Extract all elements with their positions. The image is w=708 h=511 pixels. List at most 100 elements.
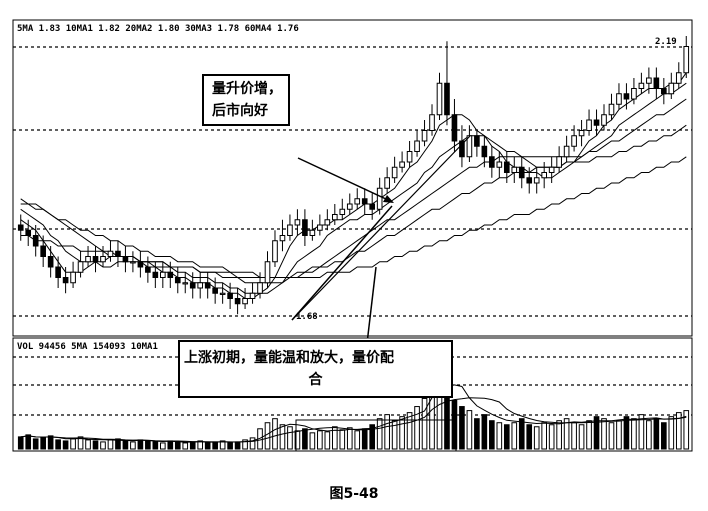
volume-bar (481, 414, 488, 450)
candle-down (518, 166, 525, 179)
volume-bar (92, 440, 99, 450)
candle (556, 146, 562, 173)
volume-bar (167, 440, 174, 450)
candle (174, 267, 181, 294)
volume-bar (219, 440, 226, 450)
candle-down (145, 266, 151, 273)
candle-down (489, 156, 495, 168)
volume-bar (384, 414, 390, 450)
candle (189, 272, 196, 299)
volume-bar (661, 422, 667, 450)
candle (406, 141, 413, 168)
candle-up (384, 177, 390, 189)
candle (653, 67, 660, 99)
volume-bar (503, 424, 510, 450)
candle (279, 219, 286, 252)
candle (369, 193, 376, 220)
volume-bar (361, 428, 368, 450)
candle-down (302, 219, 308, 236)
volume-bar (272, 418, 278, 450)
candle (145, 256, 151, 283)
candle-up (601, 114, 607, 126)
candle (212, 277, 218, 304)
volume-bars (17, 353, 690, 450)
candle (511, 156, 518, 183)
volume-bar (294, 430, 301, 450)
candle-up (70, 271, 76, 284)
candle (586, 109, 592, 136)
candle-down (661, 88, 667, 95)
candle-down (137, 261, 144, 268)
candle-up (159, 271, 166, 278)
volume-bar (145, 440, 151, 450)
candle (32, 225, 39, 257)
volume-bar (466, 410, 473, 450)
candle (85, 246, 91, 267)
volume-bar (130, 441, 136, 450)
volume-bar (578, 424, 585, 450)
candle-up (107, 250, 114, 257)
annotation-rising-volume: 量升价增， 后市向好 (202, 74, 290, 126)
candle (287, 214, 293, 241)
ma60-line (20, 156, 687, 278)
candle-up (339, 208, 346, 215)
candle-down (17, 224, 24, 231)
candle-up (242, 298, 248, 305)
candle-up (130, 261, 136, 264)
volume-bar (593, 416, 600, 450)
candle-up (317, 224, 323, 231)
candle (668, 72, 675, 99)
candle (331, 204, 338, 225)
volume-bar (242, 439, 248, 450)
candle (459, 125, 465, 168)
candle (197, 272, 204, 299)
volume-bar (55, 439, 61, 450)
volume-bar (212, 441, 218, 450)
candle-up (354, 198, 361, 205)
candle-up (496, 161, 503, 168)
volume-bar (17, 436, 24, 450)
volume-bar (511, 422, 518, 450)
candle-up (683, 46, 690, 74)
candle (219, 282, 226, 304)
volume-bar (451, 399, 458, 450)
price-panel-frame (12, 19, 693, 337)
candle-down (227, 292, 233, 299)
candle (361, 188, 368, 215)
candle-up (563, 145, 570, 158)
candle (130, 251, 136, 273)
volume-bar (159, 442, 166, 450)
candle (601, 104, 607, 131)
candle-up (182, 282, 189, 285)
candle-down (481, 145, 488, 158)
volume-bar (675, 412, 682, 450)
volume-bar (85, 439, 91, 450)
candle-up (309, 229, 316, 236)
volume-bar (302, 428, 308, 450)
candle (309, 219, 316, 241)
candle-up (556, 156, 562, 168)
candle-up (541, 172, 548, 179)
candle (489, 146, 495, 178)
candle-down (361, 198, 368, 205)
volume-bar (287, 426, 293, 450)
candle-up (646, 77, 652, 84)
volume-bar (399, 416, 405, 450)
candle (272, 230, 278, 267)
candle (548, 156, 555, 183)
volume-bar (100, 441, 106, 450)
volume-bar (548, 424, 555, 450)
trend-line-upper (291, 135, 471, 321)
volume-bar (204, 442, 211, 450)
volume-bar (107, 439, 114, 450)
candle (107, 240, 114, 262)
volume-ma-lines (20, 384, 687, 443)
candle (47, 246, 54, 278)
candle-down (32, 235, 39, 247)
candle-down (25, 229, 32, 236)
volume-bar (25, 434, 32, 450)
volume-bar (586, 420, 592, 450)
volume-bar (563, 418, 570, 450)
candle (302, 209, 308, 246)
volume-bar (638, 414, 645, 450)
